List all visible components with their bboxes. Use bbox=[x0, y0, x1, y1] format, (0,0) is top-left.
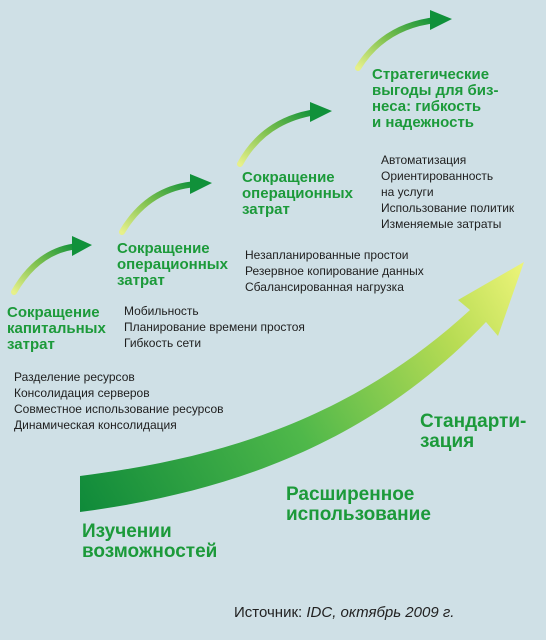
step-arrow-3 bbox=[237, 102, 332, 167]
list-item: Изменяемые затраты bbox=[381, 217, 502, 231]
benefit-heading-2: Сокращение операционных затрат bbox=[117, 240, 228, 289]
benefit-list-1: Разделение ресурсов Консолидация серверо… bbox=[14, 369, 224, 433]
benefit-list-3: Незапланированные простои Резервное копи… bbox=[245, 247, 424, 295]
list-item: Разделение ресурсов bbox=[14, 370, 135, 384]
list-item: Мобильность bbox=[124, 304, 199, 318]
list-item: Совместное использование ресурсов bbox=[14, 402, 224, 416]
list-item: Ориентированность bbox=[381, 169, 494, 183]
step-arrow-2 bbox=[119, 174, 212, 235]
phase-label-3: Стандарти- зация bbox=[420, 411, 527, 452]
list-item: Консолидация серверов bbox=[14, 386, 150, 400]
list-item: на услуги bbox=[381, 185, 434, 199]
list-item: Динамическая консолидация bbox=[14, 418, 177, 432]
big-growth-arrow bbox=[80, 262, 524, 512]
benefit-heading-3: Сокращение операционных затрат bbox=[242, 169, 353, 218]
list-item: Использование политик bbox=[381, 201, 515, 215]
list-item: Резервное копирование данных bbox=[245, 264, 424, 278]
step-arrow-4 bbox=[355, 10, 452, 71]
phase-label-2: Расширенное использование bbox=[286, 484, 431, 525]
step-arrow-1 bbox=[11, 236, 92, 295]
list-item: Автоматизация bbox=[381, 153, 467, 167]
source-caption: Источник: IDC, октябрь 2009 г. bbox=[234, 604, 454, 621]
list-item: Незапланированные простои bbox=[245, 248, 409, 262]
list-item: Сбалансированная нагрузка bbox=[245, 280, 404, 294]
benefit-list-2: Мобильность Планирование времени простоя… bbox=[124, 303, 305, 351]
benefit-heading-4: Стратегические выгоды для биз- неса: гиб… bbox=[372, 66, 499, 131]
phase-label-1: Изучении возможностей bbox=[82, 521, 218, 562]
source-italic: IDC, октябрь 2009 г. bbox=[306, 604, 455, 621]
benefit-list-4: Автоматизация Ориентированность на услуг… bbox=[381, 152, 514, 232]
list-item: Гибкость сети bbox=[124, 336, 202, 350]
benefit-heading-1: Сокращение капитальных затрат bbox=[7, 304, 106, 353]
list-item: Планирование времени простоя bbox=[124, 320, 305, 334]
source-prefix: Источник: bbox=[234, 604, 307, 621]
